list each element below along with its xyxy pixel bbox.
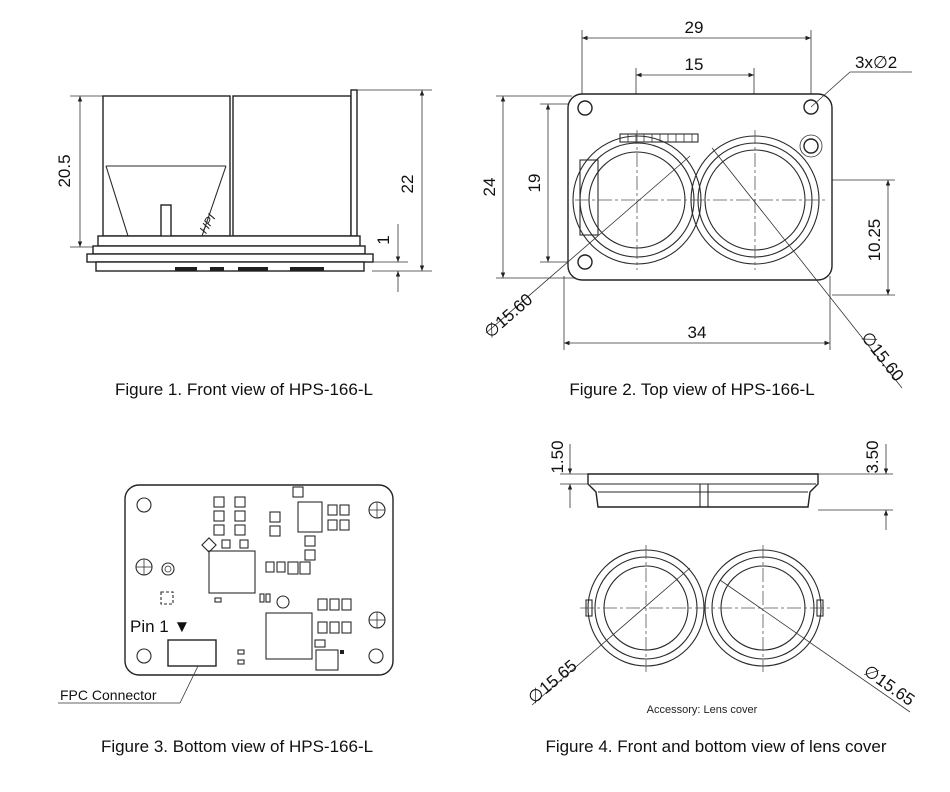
fig3-screw-symbols xyxy=(135,501,386,629)
fig2-dim-base-width: 34 xyxy=(688,323,707,342)
fig3-fpc-connector xyxy=(167,639,217,667)
fig1-dim-base: 1 xyxy=(374,235,393,244)
fig4-dim-lens-left: ∅15.65 xyxy=(524,656,580,707)
fig1-dim-total: 22 xyxy=(398,175,417,194)
fig4-dim-thin: 1.50 xyxy=(548,440,567,473)
fig2-dim-lens-right: ∅15.60 xyxy=(857,328,907,385)
fig1-caption: Figure 1. Front view of HPS-166-L xyxy=(115,380,373,399)
fig2-dim-height: 24 xyxy=(480,178,499,197)
figure-3-bottom-view: Pin 1 ▼ FPC Connector Figure 3. Bottom v… xyxy=(58,484,394,756)
fig2-dim-lens-left: ∅15.60 xyxy=(481,290,537,342)
fig2-dim-holes: 3x∅2 xyxy=(855,53,897,72)
fig2-dim-lens-spacing: 15 xyxy=(685,55,704,74)
fig3-caption: Figure 3. Bottom view of HPS-166-L xyxy=(101,737,373,756)
figure-4-lens-cover: 1.50 3.50 ∅15.65 ∅15.65 Accessory: Lens … xyxy=(524,440,918,756)
fig3-connector-label: FPC Connector xyxy=(60,687,157,703)
fig4-accessory-label: Accessory: Lens cover xyxy=(647,704,758,716)
fig4-dim-thick: 3.50 xyxy=(863,440,882,473)
fig1-dim-height: 20.5 xyxy=(55,154,74,187)
fig2-caption: Figure 2. Top view of HPS-166-L xyxy=(569,380,814,399)
figure-1-front-view: HPI 20.5 22 1 Figure 1. Front view of HP… xyxy=(55,89,432,399)
fig2-dim-center: 10.25 xyxy=(865,219,884,262)
fig4-caption: Figure 4. Front and bottom view of lens … xyxy=(545,737,886,756)
figure-2-top-view: 29 15 3x∅2 24 19 10.25 34 ∅15.60 ∅15.60 … xyxy=(480,18,912,399)
fig3-pin-label: Pin 1 ▼ xyxy=(130,617,190,636)
fig2-dim-hole-spacing: 19 xyxy=(525,174,544,193)
fig4-dim-lens-right: ∅15.65 xyxy=(860,661,918,709)
fig2-dim-width: 29 xyxy=(685,18,704,37)
fig3-components xyxy=(160,486,352,671)
